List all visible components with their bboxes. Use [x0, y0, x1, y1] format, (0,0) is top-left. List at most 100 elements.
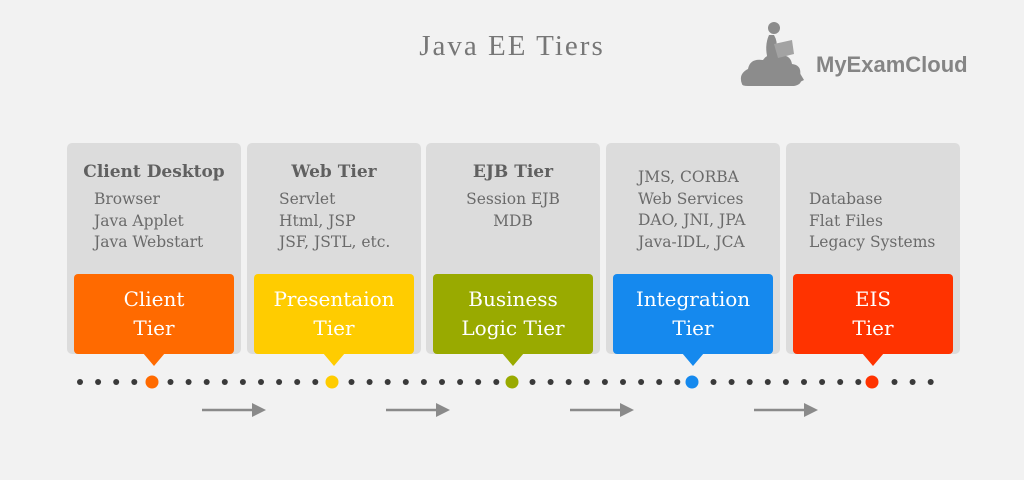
- tech-item: Session EJB: [466, 190, 560, 208]
- timeline-dot: [801, 379, 807, 385]
- tier-label-line: Tier: [313, 316, 355, 340]
- timeline-dot: [203, 379, 210, 385]
- tier-panel-eis: Database Flat Files Legacy Systems EIS T…: [786, 143, 960, 366]
- timeline-dot: [855, 379, 862, 385]
- timeline-dot: [113, 379, 120, 385]
- tech-item: Java-IDL, JCA: [638, 232, 745, 251]
- timeline-dot: [294, 379, 301, 385]
- timeline-dot: [819, 379, 826, 385]
- timeline-dot: [439, 379, 445, 385]
- timeline-dot: [583, 379, 590, 385]
- tier-pointer: [143, 353, 165, 366]
- timeline-dot: [77, 379, 83, 385]
- timeline-tier-marker: [685, 375, 699, 389]
- timeline-dot: [239, 379, 246, 385]
- timeline-dot: [565, 379, 572, 385]
- timeline-dot: [457, 379, 464, 385]
- dotted-timeline: [77, 375, 934, 389]
- tech-item: Web Services: [638, 189, 744, 208]
- timeline-tier-marker: [325, 375, 339, 389]
- timeline-dot: [909, 379, 916, 385]
- tier-pointer: [323, 353, 345, 366]
- right-arrow-icon: [570, 403, 634, 417]
- tier-label-line: Tier: [852, 316, 894, 340]
- panel-technologies: JMS, CORBA Web Services DAO, JNI, JPA Ja…: [638, 167, 745, 253]
- timeline-dot: [728, 379, 735, 385]
- timeline-dot: [710, 379, 717, 385]
- tech-item: DAO, JNI, JPA: [638, 211, 746, 229]
- right-arrow-icon: [386, 403, 450, 417]
- timeline-tier-marker: [145, 375, 159, 389]
- tier-label-line: Tier: [672, 316, 714, 340]
- timeline-dot: [258, 379, 264, 385]
- tier-label-line: Logic Tier: [461, 316, 565, 340]
- panel-heading: Client Desktop: [83, 162, 225, 182]
- tech-item: Database: [809, 190, 883, 208]
- tech-item: Html, JSP: [279, 211, 356, 230]
- tier-label-box: Presentaion Tier: [254, 274, 414, 354]
- timeline-dot: [782, 379, 789, 385]
- timeline-dot: [167, 379, 174, 385]
- page-title: Java EE Tiers: [419, 30, 605, 62]
- tier-pointer: [862, 353, 884, 366]
- tier-label-box: Business Logic Tier: [433, 274, 593, 354]
- timeline-dot: [348, 379, 355, 385]
- tier-panel-integration: JMS, CORBA Web Services DAO, JNI, JPA Ja…: [606, 143, 780, 366]
- timeline-dot: [620, 379, 626, 385]
- tier-panel-web: Web Tier Servlet Html, JSP JSF, JSTL, et…: [247, 143, 421, 366]
- timeline-dot: [493, 379, 500, 385]
- logo: MyExamCloud: [738, 18, 998, 98]
- timeline-dot: [638, 379, 645, 385]
- tech-item: JSF, JSTL, etc.: [279, 233, 391, 251]
- tech-item: JMS, CORBA: [638, 168, 739, 186]
- timeline-dot: [131, 379, 138, 385]
- timeline-tier-marker: [865, 375, 879, 389]
- timeline-dot: [674, 379, 681, 385]
- timeline-dot: [529, 379, 536, 385]
- tech-item: Legacy Systems: [809, 233, 936, 251]
- tier-label-line: Business: [468, 287, 558, 311]
- timeline-dot: [312, 379, 319, 385]
- timeline-dot: [276, 379, 283, 385]
- timeline-dot: [764, 379, 771, 385]
- reading-person-on-cloud-icon: [740, 22, 804, 86]
- panel-technologies: Database Flat Files Legacy Systems: [809, 189, 935, 254]
- tech-item: Java Webstart: [94, 233, 204, 251]
- timeline-dot: [837, 379, 844, 385]
- timeline-dot: [95, 379, 102, 385]
- tier-panel-client: Client Desktop Browser Java Applet Java …: [67, 143, 241, 366]
- tier-panel-ejb: EJB Tier Session EJB MDB Business Logic …: [426, 143, 600, 366]
- timeline-dot: [366, 379, 373, 385]
- right-arrow-icon: [202, 403, 266, 417]
- panel-heading: EJB Tier: [472, 162, 554, 182]
- timeline-dot: [927, 379, 934, 385]
- tech-item: MDB: [493, 211, 533, 230]
- tier-label-line: Integration: [635, 287, 751, 311]
- tech-item: Flat Files: [809, 211, 883, 230]
- panel-heading: Web Tier: [291, 162, 377, 182]
- tier-pointer: [502, 353, 524, 366]
- right-arrow-icon: [754, 403, 818, 417]
- timeline-dot: [420, 379, 427, 385]
- timeline-dot: [384, 379, 391, 385]
- timeline-tier-marker: [505, 375, 519, 389]
- tier-pointer: [682, 353, 704, 366]
- tier-label-line: EIS: [854, 287, 892, 311]
- tier-label-box: Integration Tier: [613, 274, 773, 354]
- panel-technologies: Servlet Html, JSP JSF, JSTL, etc.: [279, 189, 390, 254]
- panel-technologies: Session EJB MDB: [426, 189, 600, 232]
- tier-label-box: Client Tier: [74, 274, 234, 354]
- tech-item: Servlet: [279, 190, 336, 208]
- timeline-dot: [891, 379, 898, 385]
- timeline-dot: [221, 379, 228, 385]
- timeline-dot: [601, 379, 608, 385]
- tier-label-line: Presentaion: [273, 287, 395, 311]
- panel-technologies: Browser Java Applet Java Webstart: [94, 189, 203, 254]
- tech-item: Browser: [94, 190, 160, 208]
- timeline-dot: [475, 379, 482, 385]
- logo-text: MyExamCloud: [816, 52, 968, 77]
- tier-label-line: Tier: [133, 316, 175, 340]
- timeline-dot: [185, 379, 192, 385]
- timeline-dot: [547, 379, 554, 385]
- tier-label-box: EIS Tier: [793, 274, 953, 354]
